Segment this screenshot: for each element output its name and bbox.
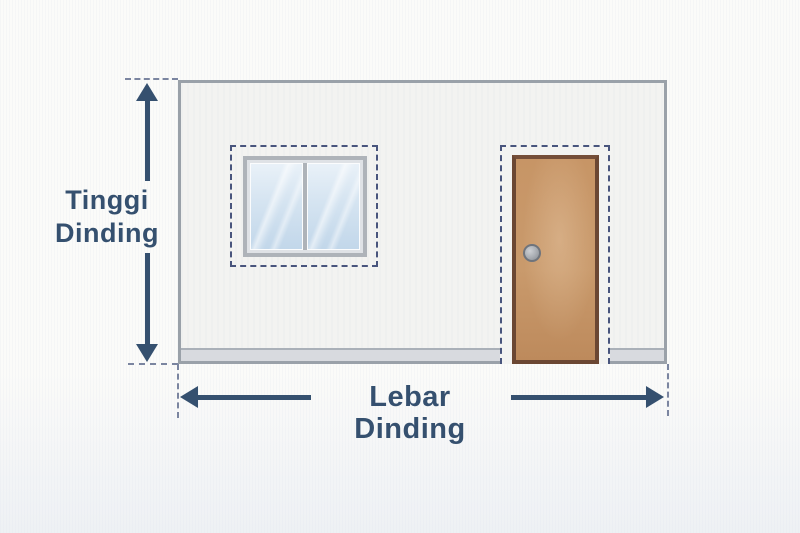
height-label-line1: Tinggi (65, 185, 149, 215)
height-label-line2: Dinding (55, 218, 159, 248)
width-dimension-line-left (197, 395, 311, 400)
extension-line-bottom-right-vertical (667, 364, 669, 416)
door-knob-icon (523, 244, 541, 262)
door (512, 155, 599, 364)
height-dimension-line-bottom (145, 253, 150, 344)
width-arrowhead-right-icon (646, 386, 664, 408)
height-dimension-label: Tinggi Dinding (32, 184, 182, 250)
window-outline-dashed (230, 145, 378, 267)
width-arrowhead-left-icon (180, 386, 198, 408)
width-dimension-line-right (511, 395, 646, 400)
height-dimension-line-top (145, 100, 150, 181)
extension-line-top-left (125, 78, 178, 80)
window-panes (250, 163, 360, 250)
window-pane-left (250, 163, 303, 250)
height-arrowhead-down-icon (136, 344, 158, 362)
height-arrowhead-up-icon (136, 83, 158, 101)
extension-line-bottom-left (128, 363, 178, 365)
window (243, 156, 367, 257)
width-dimension-label: Lebar Dinding (354, 381, 466, 445)
extension-line-bottom-left-vertical (177, 364, 179, 418)
window-pane-right (307, 163, 360, 250)
